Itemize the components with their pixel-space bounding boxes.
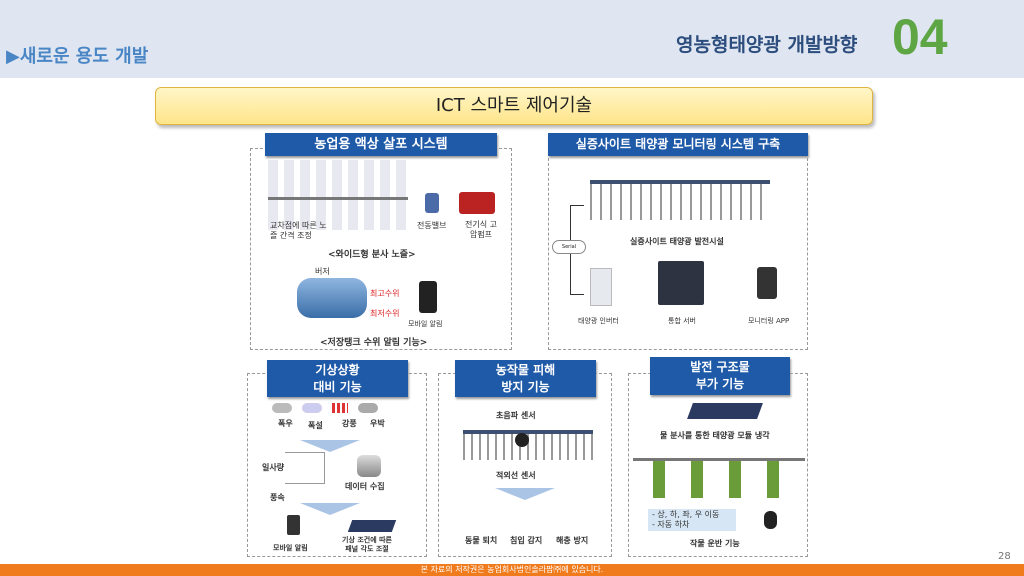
cooling-panel-image: [687, 403, 763, 419]
sensor-icon: [515, 433, 529, 447]
remote-icon: [764, 511, 777, 529]
arrow-down: [300, 440, 360, 452]
result-animal: 동물 퇴치: [465, 536, 498, 545]
pump-icon: [459, 192, 495, 214]
move-line1: - 상, 하, 좌, 우 이동: [652, 510, 720, 519]
snow-icon: [302, 403, 322, 413]
panel-protection: [438, 373, 612, 557]
weather-rain: 폭우: [278, 419, 293, 428]
buzzer-label: 버저: [315, 267, 330, 276]
title-line1: 기상상황: [315, 363, 360, 377]
inverter-icon: [590, 268, 612, 306]
section-number: 04: [892, 9, 948, 65]
mobile-alert: 모바일 알림: [273, 544, 308, 552]
rain-icon: [272, 403, 292, 413]
arrow-down: [495, 488, 555, 500]
panel-icon: [347, 520, 397, 532]
move-notes: - 상, 하, 좌, 우 이동- 자동 하차: [648, 509, 736, 531]
title-line2: 부가 기능: [695, 377, 745, 391]
valve-label: 전동밸브: [417, 221, 447, 230]
weather-wind: 강풍: [342, 419, 357, 428]
title-line2: 방지 기능: [501, 380, 550, 394]
mobile-alert: 모바일 알림: [408, 320, 443, 328]
section-title: ▶새로운 용도 개발: [6, 46, 149, 67]
hail-icon: [358, 403, 378, 413]
angle-line1: 기상 조건에 따른: [342, 536, 392, 544]
facility-label: 실증사이트 태양광 발전시설: [630, 237, 724, 246]
weather-snow: 폭설: [308, 421, 323, 430]
move-line2: - 자동 하차: [652, 520, 690, 529]
panel-spray-title: 농업용 액상 살포 시스템: [265, 133, 497, 156]
pipe: [268, 197, 408, 200]
phone-icon: [287, 515, 300, 535]
panel-monitoring-title: 실증사이트 태양광 모니터링 시스템 구축: [548, 133, 808, 156]
app-label: 모니터링 APP: [748, 317, 790, 325]
arrow-down: [300, 503, 360, 515]
ultrasonic-label: 초음파 센서: [496, 411, 536, 420]
low-level: 최저수위: [370, 309, 400, 318]
solar-facility-image: [590, 180, 770, 220]
transport-image: [633, 458, 805, 498]
angle-line2: 패널 각도 조절: [345, 545, 389, 553]
wind-label: 풍속: [270, 493, 285, 502]
weather-hail: 우박: [370, 419, 385, 428]
result-pest: 해충 방지: [556, 536, 589, 545]
serial-cloud: Serial: [552, 240, 586, 254]
transport-label: 작물 운반 기능: [690, 539, 740, 548]
server-label: 통합 서버: [668, 317, 696, 325]
nozzle-note: 교차점에 따른 노즐 간격 조정: [270, 221, 327, 240]
sun-label: 일사량: [262, 463, 285, 472]
high-level: 최고수위: [370, 289, 400, 298]
page-number: 28: [998, 551, 1011, 562]
infrared-label: 적외선 센서: [496, 471, 536, 480]
title-line1: 농작물 피해: [495, 363, 556, 377]
caption-nozzle: <와이드형 분사 노즐>: [328, 250, 416, 260]
cooling-label: 물 분사를 통한 태양광 모듈 냉각: [660, 431, 770, 440]
page-title: 영농형태양광 개발방향: [676, 34, 858, 56]
database-icon: [357, 455, 381, 477]
title-line1: 발전 구조물: [690, 360, 750, 374]
copyright-footer: 본 자료의 저작권은 농업회사법인솔라팜㈜에 있습니다.: [0, 564, 1024, 576]
pump-label: 전기식 고압펌프: [465, 220, 497, 239]
phone-icon: [757, 267, 777, 299]
title-line2: 대비 기능: [313, 380, 362, 394]
server-icon: [658, 261, 704, 305]
result-intrusion: 침입 감지: [510, 536, 543, 545]
weather-icons: [272, 403, 422, 413]
valve-icon: [425, 193, 439, 213]
phone-icon: [419, 281, 437, 313]
banner: ICT 스마트 제어기술: [155, 87, 873, 125]
header-band: [0, 0, 1024, 78]
spray-nozzle-image: [268, 160, 408, 230]
data-label: 데이터 수집: [345, 482, 385, 491]
windsock-icon: [332, 403, 348, 413]
tank-icon: [297, 278, 367, 318]
inverter-label: 태양광 인버터: [578, 317, 619, 325]
caption-tank: <저장탱크 수위 알림 기능>: [320, 338, 428, 348]
connection-line: [285, 452, 325, 484]
structure-image: [463, 430, 593, 460]
